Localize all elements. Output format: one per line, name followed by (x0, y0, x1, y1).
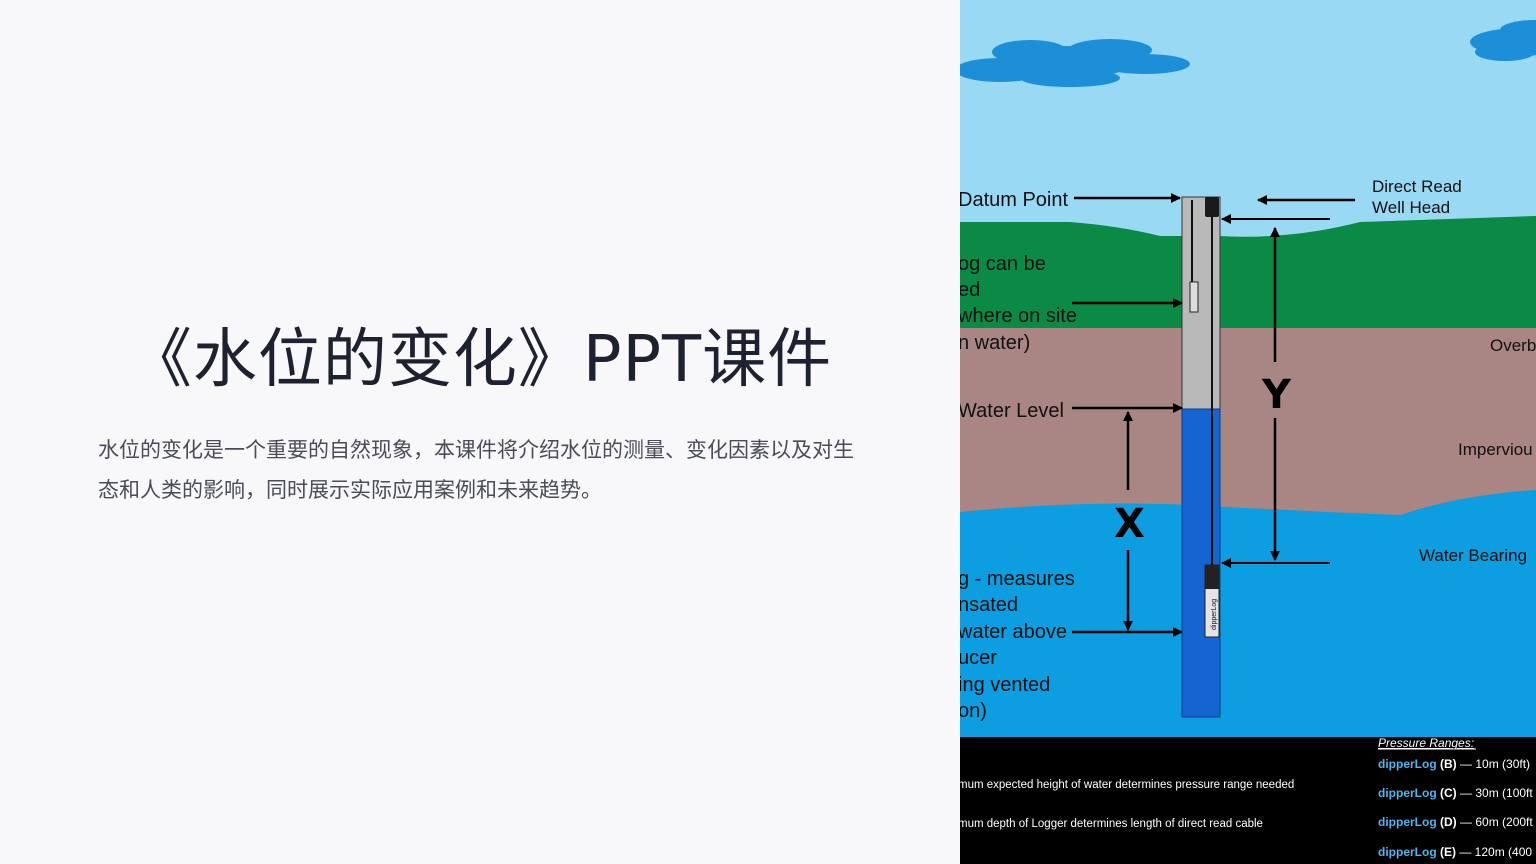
label-log-line2: ed (960, 279, 980, 301)
cloud-icon (1470, 20, 1536, 61)
label-datum-point: Datum Point (960, 189, 1068, 211)
well-cap (1205, 197, 1219, 217)
label-measures-line2: nsated (960, 594, 1018, 616)
cloud-icon (960, 39, 1190, 87)
label-measures-line4: ucer (960, 647, 997, 669)
footer-note-cable: mum depth of Logger determines length of… (960, 818, 1263, 830)
well-water (1181, 408, 1221, 718)
label-log-line4: n water) (960, 332, 1030, 354)
marker-x: X (1114, 501, 1145, 547)
marker-y: Y (1261, 372, 1292, 418)
overburden-layer (960, 328, 1536, 528)
pressure-range-d: dipperLog (D) — 60m (200ft (1378, 815, 1533, 829)
label-overburden: Overb (1490, 336, 1536, 355)
footer-note-pressure: mum expected height of water determines … (960, 779, 1294, 791)
label-log-line1: og can be (960, 253, 1046, 275)
ground-surface (960, 216, 1536, 330)
slide-body-text: 水位的变化是一个重要的自然现象，本课件将介绍水位的测量、变化因素以及对生态和人类… (98, 438, 854, 502)
pressure-ranges-heading: Pressure Ranges: (1378, 736, 1474, 750)
label-measures-line5: ing vented (960, 674, 1050, 696)
label-measures-line6: on) (960, 700, 987, 722)
label-water-bearing: Water Bearing (1419, 546, 1527, 565)
water-bearing-layer (960, 490, 1536, 740)
label-log-line3: where on site (960, 305, 1077, 327)
label-well-head: Well Head (1372, 198, 1450, 217)
diagram-footer (960, 737, 1536, 864)
pressure-range-b: dipperLog (B) — 10m (30ft) (1378, 757, 1530, 771)
label-measures-line3: water above (960, 621, 1067, 643)
dipperlog-logger-cap (1205, 565, 1219, 589)
well-diagram-svg: dipperLog Datum Point Direct Read Well H… (960, 0, 1536, 864)
slide-title: 《水位的变化》PPT课件 (127, 323, 833, 397)
pressure-range-c: dipperLog (C) — 30m (100ft (1378, 786, 1533, 800)
label-direct-read: Direct Read (1372, 177, 1462, 196)
label-water-level: Water Level (960, 400, 1064, 422)
sky (960, 0, 1536, 240)
baro-logger (1189, 281, 1199, 313)
slide-text-panel: 《水位的变化》PPT课件 水位的变化是一个重要的自然现象，本课件将介绍水位的测量… (98, 323, 854, 502)
pressure-range-e: dipperLog (E) — 120m (400 (1378, 845, 1532, 859)
dipperlog-device-label: dipperLog (1211, 599, 1218, 630)
well-diagram: dipperLog Datum Point Direct Read Well H… (960, 0, 1536, 864)
label-measures-line1: g - measures (960, 568, 1075, 590)
label-impervious: Imperviou (1458, 440, 1533, 459)
